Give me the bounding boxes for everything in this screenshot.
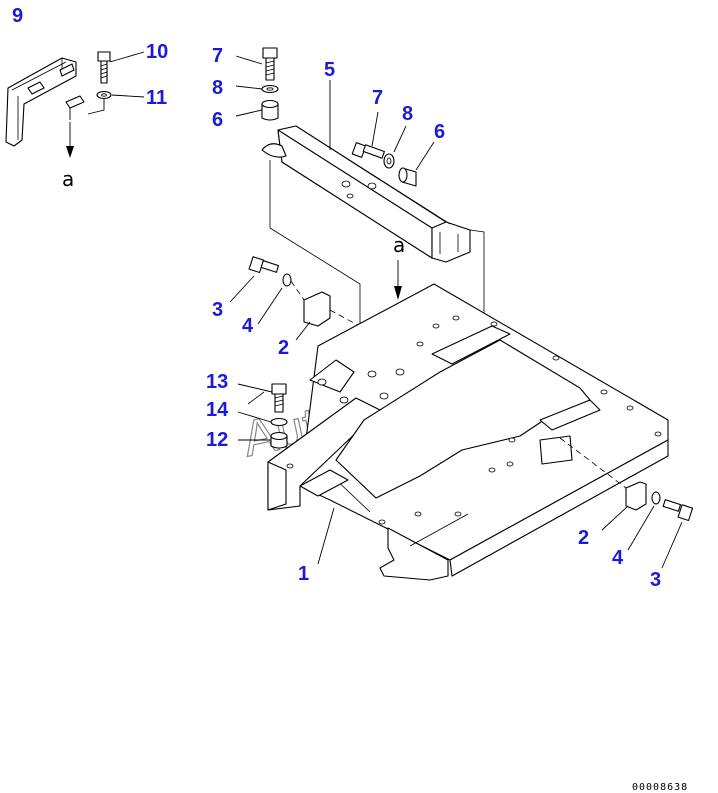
washer-part-14 [270,417,288,427]
bolt-part-13 [271,383,287,413]
callout-5: 5 [324,59,335,81]
plate-part-2-right [625,481,647,511]
plate-part-2-left [303,291,331,327]
callout-10: 10 [146,41,168,63]
beam-part-5 [261,125,471,263]
callout-6-top: 6 [212,109,223,131]
callout-2-left: 2 [278,337,289,359]
callout-1: 1 [298,563,309,585]
bolt-part-10 [97,51,111,84]
reference-mark-a-left: a [62,167,74,191]
bolt-part-7-top [262,47,278,81]
callout-4-left: 4 [242,315,254,337]
reference-mark-a-center: a [393,233,405,257]
callout-12: 12 [206,429,228,451]
drawing-code: 00008638 [632,782,688,793]
callout-7-right: 7 [372,87,383,109]
washer-part-4-left [282,273,292,287]
callout-2-right: 2 [578,527,589,549]
frame-part-1 [267,283,669,581]
callout-3-right: 3 [650,569,661,591]
callout-8-top: 8 [212,77,223,99]
callout-11: 11 [146,87,167,109]
washer-part-4-right [651,491,661,505]
callout-7-top: 7 [212,45,223,67]
bolt-part-3-left [248,256,280,274]
spacer-part-6-right [398,167,417,187]
bolt-part-3-right [662,499,694,522]
callout-9: 9 [12,5,23,27]
callout-13: 13 [206,371,228,393]
callout-6-right: 6 [434,121,445,143]
spacer-part-6-top [261,99,279,121]
spacer-part-12 [270,431,288,449]
callout-4-right: 4 [612,547,624,569]
callout-8-right: 8 [402,103,413,125]
bracket-part-9 [5,57,85,158]
callout-3-left: 3 [212,299,223,321]
bolt-part-7-right [351,142,385,159]
callout-14: 14 [206,399,229,421]
